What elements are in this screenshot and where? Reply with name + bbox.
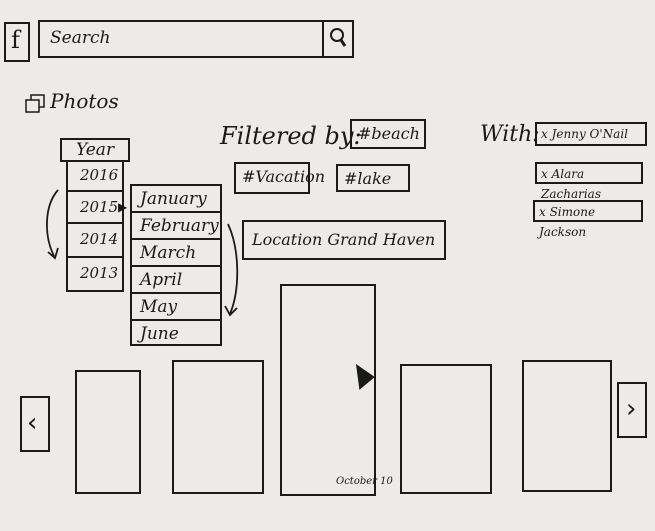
- month-item-may[interactable]: May: [132, 294, 220, 321]
- location-filter-label: Location Grand Haven: [252, 230, 436, 249]
- gallery-photo-1[interactable]: [75, 370, 141, 494]
- month-item-june[interactable]: June: [140, 324, 179, 344]
- year-item-2015[interactable]: 2015: [80, 198, 119, 216]
- year-item-2016[interactable]: 2016: [80, 166, 119, 184]
- tag-vacation[interactable]: #Vacation: [234, 162, 325, 194]
- magnifier-icon: [330, 28, 347, 47]
- month-item-february[interactable]: February: [132, 213, 220, 240]
- selected-photo-date: October 10: [336, 476, 393, 487]
- photos-icon: [25, 94, 45, 113]
- month-list: January February March April May June: [130, 184, 222, 346]
- year-filter-header[interactable]: Year: [60, 138, 130, 162]
- month-scroll-arrow-icon: [224, 223, 239, 317]
- with-label: With:: [480, 122, 540, 147]
- search-input[interactable]: Search: [38, 20, 354, 58]
- person-tag-alara[interactable]: x Alara Zacharias: [535, 162, 643, 201]
- chevron-right-icon: ›: [626, 394, 637, 424]
- tag-beach[interactable]: #beach: [350, 119, 426, 149]
- location-filter[interactable]: Location Grand Haven: [242, 220, 446, 260]
- year-list: 2016 2015 ▶ 2014 2013: [66, 160, 128, 292]
- person-tag-jenny[interactable]: x Jenny O'Nail: [535, 122, 647, 146]
- year-item-2014[interactable]: 2014: [80, 230, 119, 248]
- month-item-january[interactable]: January: [132, 186, 220, 213]
- filtered-by-label: Filtered by:: [220, 122, 362, 150]
- search-placeholder: Search: [50, 28, 111, 48]
- photos-title: Photos: [50, 89, 119, 113]
- selected-marker-icon: ▶: [118, 200, 128, 214]
- gallery-prev-button[interactable]: ‹: [20, 396, 50, 452]
- gallery-photo-5[interactable]: [522, 360, 612, 492]
- chevron-left-icon: ‹: [27, 408, 38, 438]
- gallery-photo-selected[interactable]: [280, 284, 376, 496]
- gallery-next-button[interactable]: ›: [617, 382, 647, 438]
- year-scroll-arrow-icon: [46, 189, 59, 260]
- gallery-photo-2[interactable]: [172, 360, 264, 494]
- search-button[interactable]: [322, 22, 352, 56]
- gallery-photo-4[interactable]: [400, 364, 492, 494]
- year-item-2013[interactable]: 2013: [80, 264, 119, 282]
- month-item-march[interactable]: March: [132, 240, 220, 267]
- month-item-april[interactable]: April: [132, 267, 220, 294]
- facebook-logo-icon[interactable]: f: [4, 22, 30, 62]
- person-tag-simone[interactable]: x Simone Jackson: [533, 200, 643, 239]
- tag-lake[interactable]: #lake: [336, 164, 410, 192]
